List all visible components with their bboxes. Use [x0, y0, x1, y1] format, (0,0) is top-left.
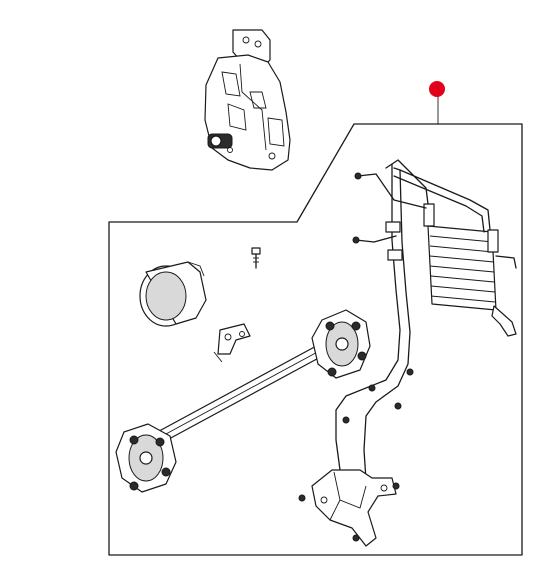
cooler-pipes[interactable]	[335, 159, 491, 481]
callout-marker[interactable]	[429, 81, 445, 97]
flex-coupling-front[interactable]	[311, 309, 371, 379]
flex-coupling-rear[interactable]	[115, 423, 177, 493]
detail-frame	[108, 123, 523, 556]
bolt[interactable]	[251, 247, 261, 269]
oil-cooler[interactable]	[423, 203, 517, 337]
pipe-support-bracket[interactable]	[298, 469, 400, 547]
propeller-shaft[interactable]	[149, 343, 327, 447]
heat-shield-cone[interactable]	[139, 261, 207, 327]
mounting-bracket[interactable]	[213, 323, 251, 363]
transfer-case-gearbox[interactable]	[204, 29, 291, 171]
